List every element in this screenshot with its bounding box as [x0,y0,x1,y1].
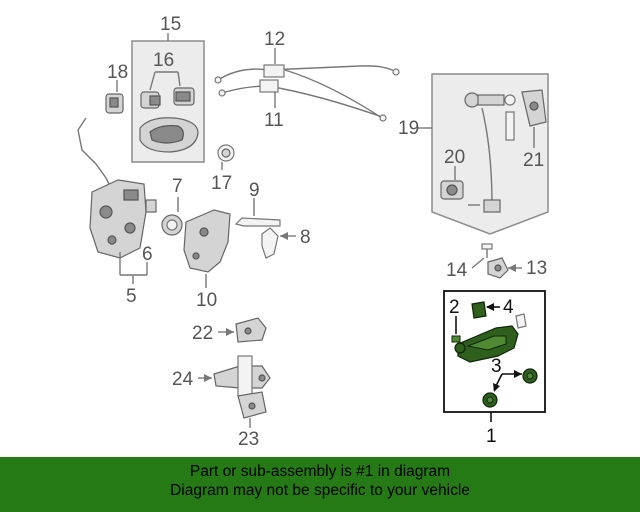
callout-1: 1 [486,426,497,447]
callout-24: 24 [172,369,194,390]
callout-19: 19 [398,118,419,139]
callout-5: 5 [126,286,137,307]
part-10-panel [183,209,231,288]
callout-7: 7 [172,176,183,197]
part-5-door-latch [89,179,148,284]
callout-14: 14 [446,260,468,281]
part-7-grommet [161,197,183,236]
part-15-inner-handle [139,117,199,153]
diagram-canvas: 15 16 18 12 11 19 20 21 17 7 9 8 6 5 10 … [77,14,549,450]
callout-13: 13 [526,258,547,279]
part-22-hinge [218,317,267,343]
callout-17: 17 [211,173,232,194]
info-banner: Part or sub-assembly is #1 in diagram Di… [0,457,640,512]
callout-10: 10 [196,290,217,311]
part-rod [77,117,113,191]
callout-16: 16 [153,50,174,71]
callout-8: 8 [300,227,311,248]
part-14-screw [471,243,493,269]
part-18-bezel [105,80,124,114]
callout-21: 21 [523,150,544,171]
callout-20: 20 [444,147,465,168]
part-17-clip [217,144,235,170]
part-13-bracket [487,257,522,279]
part-2-screw [451,316,461,343]
part-9-strip [234,198,281,227]
callout-15: 15 [160,14,181,35]
part-8-clip [261,227,296,259]
part-20-lock-housing [440,166,464,200]
part-4-clip [471,301,500,319]
callout-23: 23 [238,429,259,450]
callout-2: 2 [449,297,460,318]
part-23-hinge [237,391,267,428]
callout-3: 3 [491,356,502,377]
banner-line-1: Part or sub-assembly is #1 in diagram [189,463,451,480]
callout-18: 18 [107,62,128,83]
callout-4: 4 [503,297,514,318]
part-16-handle-bits [140,71,195,109]
part-1-outside-handle [454,325,519,363]
part-24-check-strap [198,355,271,397]
part-3-pads [482,368,538,408]
callout-11: 11 [264,110,284,131]
callout-9: 9 [249,180,260,201]
callout-22: 22 [192,323,213,344]
part-21-bracket [521,89,547,148]
part-19-lock-cylinder [464,92,516,213]
callout-6: 6 [142,244,153,265]
part-u-clip [515,313,527,329]
part-6-small-bracket [145,199,157,213]
banner-line-2: Diagram may not be specific to your vehi… [170,482,470,499]
callout-12: 12 [264,29,285,50]
part-11-12-cables [214,48,400,122]
